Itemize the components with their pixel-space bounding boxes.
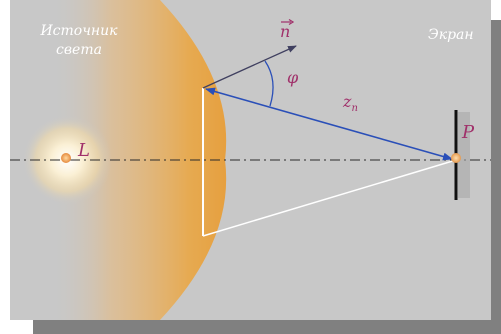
point-L-label: L — [78, 140, 90, 161]
normal-vector — [202, 45, 297, 89]
angle-label: φ — [287, 68, 299, 87]
screen-shadow — [458, 112, 470, 198]
source-label: Источник света — [24, 22, 134, 60]
lower-ray — [202, 159, 457, 237]
source-label-line2: света — [56, 42, 102, 58]
distance-label: zn — [343, 92, 358, 114]
diagram-panel: Источник света Экран L P φ zn n — [10, 0, 491, 320]
normal-label: n — [280, 18, 294, 41]
panel-shadow-bottom — [33, 316, 501, 334]
distance-label-subscript: n — [351, 103, 358, 115]
source-label-line1: Источник — [40, 23, 118, 39]
distance-arrow — [205, 87, 453, 161]
point-P-marker — [451, 153, 461, 163]
vector-bar-icon — [281, 18, 294, 26]
fresnel-zone-diagram — [10, 0, 491, 320]
wavefront-sphere — [30, 0, 227, 320]
normal-label-text: n — [280, 22, 291, 41]
distance-label-main: z — [343, 92, 352, 111]
screen-label: Экран — [428, 27, 474, 43]
point-P-label: P — [462, 122, 475, 143]
angle-arc — [264, 60, 274, 107]
point-L-marker — [61, 153, 71, 163]
